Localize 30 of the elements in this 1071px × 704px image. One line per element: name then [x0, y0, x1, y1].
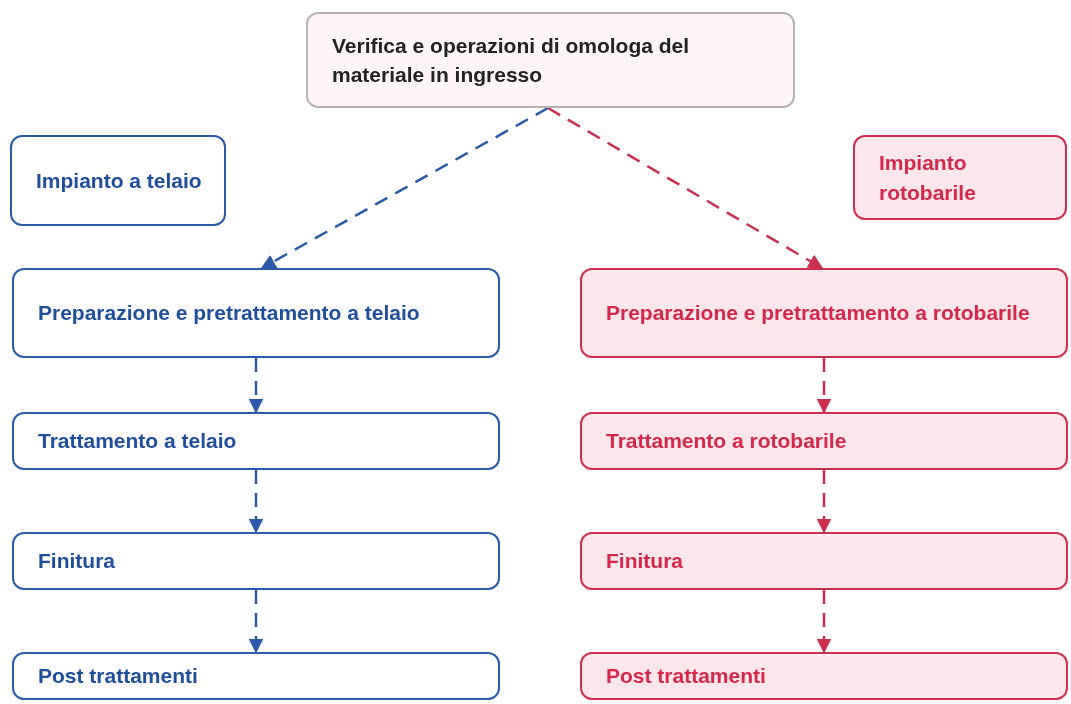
process-box	[12, 412, 500, 470]
process-box	[306, 12, 795, 108]
box-label: Verifica e operazioni di omologa del materiale in ingresso	[331, 32, 691, 88]
box-label: Trattamento a rotobarile	[605, 428, 848, 455]
process-box	[580, 268, 1068, 358]
box-label: Post trattamenti	[605, 663, 767, 690]
box-label: Finitura	[605, 548, 684, 575]
dashed-arrow	[547, 106, 824, 270]
process-box	[853, 135, 1067, 220]
dashed-arrow	[248, 590, 264, 654]
process-box	[580, 652, 1068, 700]
dashed-arrow	[248, 470, 264, 534]
box-label: Post trattamenti	[37, 663, 199, 690]
process-box	[12, 652, 500, 700]
process-box	[12, 532, 500, 590]
box-label: Trattamento a telaio	[37, 428, 238, 455]
process-box	[12, 268, 500, 358]
dashed-arrow	[248, 358, 264, 414]
process-box	[580, 532, 1068, 590]
box-label: Finitura	[37, 548, 116, 575]
process-box	[10, 135, 226, 226]
box-label: Preparazione e pretrattamento a rotobarile	[605, 300, 1031, 327]
dashed-arrow	[816, 470, 832, 534]
dashed-arrow	[816, 590, 832, 654]
dashed-arrow	[260, 106, 549, 270]
dashed-arrow	[816, 358, 832, 414]
process-box	[580, 412, 1068, 470]
box-label: Preparazione e pretrattamento a telaio	[37, 300, 421, 327]
box-label: Impianto a telaio	[35, 167, 203, 194]
box-label: Impianto rotobarile	[878, 150, 977, 206]
